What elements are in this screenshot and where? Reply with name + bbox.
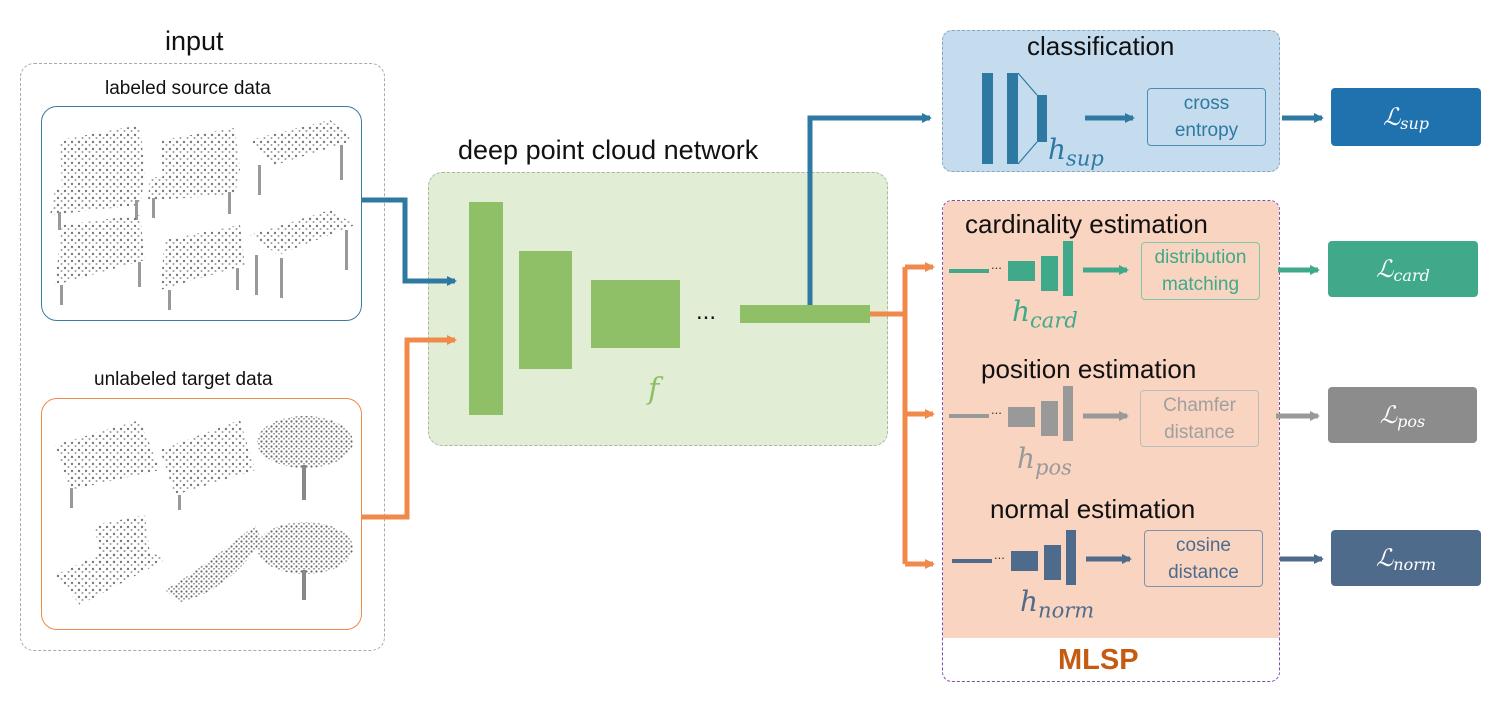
input-panel	[20, 63, 385, 651]
feature-symbol: f	[648, 372, 660, 407]
card-dots: ...	[991, 257, 1002, 272]
source-shape-3	[250, 120, 355, 195]
network-layer-1	[469, 202, 503, 415]
network-layer-3	[591, 280, 680, 348]
classification-title: classification	[1027, 31, 1175, 61]
pos-layer-1	[1008, 407, 1035, 427]
norm-dots: ...	[994, 547, 1005, 562]
target-shape-3	[257, 416, 353, 500]
normal-title: normal estimation	[990, 494, 1196, 524]
target-to-network-arrow	[362, 335, 457, 520]
source-to-network-arrow	[362, 197, 457, 286]
norm-layer-3	[1066, 530, 1076, 585]
target-shape-5	[165, 525, 262, 602]
cardinality-title: cardinality estimation	[965, 209, 1208, 239]
target-shape-1	[55, 420, 160, 508]
labeled-source-label: labeled source data	[105, 78, 271, 99]
card-head-symbol: hcard	[1012, 295, 1078, 333]
feature-vector	[740, 305, 870, 323]
cls-layer-1	[982, 73, 993, 164]
source-shape-5	[160, 225, 245, 310]
pos-layer-3	[1063, 386, 1073, 441]
norm-layer-1	[1011, 551, 1038, 571]
cls-head-symbol: hsup	[1048, 133, 1104, 171]
pos-dash	[949, 414, 989, 418]
source-shape-2	[148, 128, 240, 218]
network-to-classification-arrow	[807, 113, 932, 305]
mlsp-label: MLSP	[1058, 644, 1139, 676]
target-shape-4	[55, 515, 165, 605]
norm-layer-2	[1044, 545, 1061, 580]
position-title: position estimation	[981, 354, 1197, 384]
source-shape-4	[55, 215, 145, 305]
card-dash	[949, 269, 989, 273]
pos-dots: ...	[991, 402, 1002, 417]
card-layer-2	[1041, 256, 1058, 291]
source-shape-1	[50, 125, 145, 230]
target-shape-6	[257, 522, 353, 600]
network-title: deep point cloud network	[458, 135, 759, 165]
network-ellipsis: ...	[696, 298, 717, 325]
mlsp-panel	[943, 201, 1279, 638]
input-title: input	[165, 26, 224, 56]
classification-panel	[942, 30, 1280, 172]
target-shape-2	[160, 420, 255, 510]
pos-layer-2	[1041, 401, 1058, 436]
card-layer-1	[1008, 261, 1035, 281]
mlsp-outer	[942, 200, 1280, 682]
source-shape-6	[250, 210, 355, 298]
norm-dash	[952, 559, 992, 563]
unlabeled-target-label: unlabeled target data	[94, 369, 273, 390]
cls-layer-2	[1007, 73, 1018, 164]
cls-layer-3	[1037, 95, 1047, 142]
norm-head-symbol: hnorm	[1020, 585, 1095, 623]
pos-head-symbol: hpos	[1017, 442, 1072, 480]
network-layer-2	[519, 251, 572, 369]
card-layer-3	[1063, 241, 1073, 296]
